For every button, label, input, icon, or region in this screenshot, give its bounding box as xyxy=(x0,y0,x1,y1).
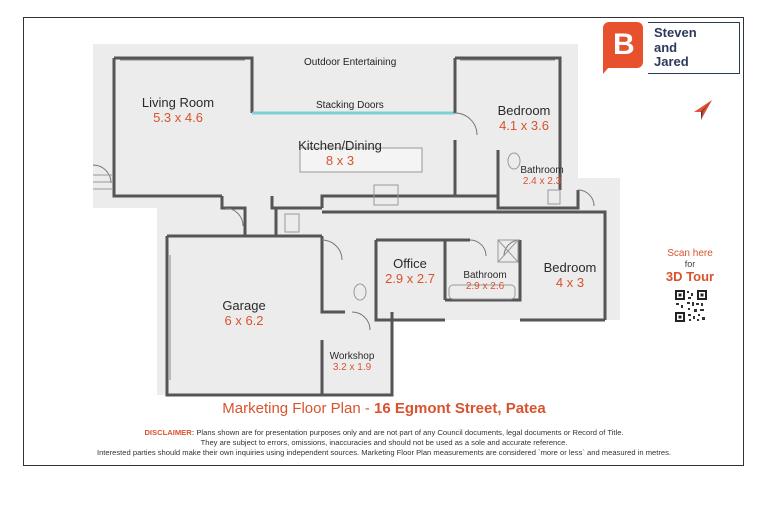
disclaimer-line-1: DISCLAIMER: Plans shown are for presenta… xyxy=(30,428,738,438)
brand-line: and xyxy=(654,39,678,55)
room-dimensions: 5.3 x 4.6 xyxy=(153,110,203,125)
scan-tour-callout: Scan here for 3D Tour xyxy=(650,248,730,284)
logo-tail xyxy=(603,60,615,74)
disclaimer-line-3: Interested parties should make their own… xyxy=(96,448,672,457)
title-prefix: Marketing Floor Plan - xyxy=(222,400,374,417)
room-dimensions: 2.9 x 2.7 xyxy=(385,271,435,286)
room-dimensions: 4 x 3 xyxy=(555,275,585,290)
room-name: Bedroom xyxy=(543,260,597,275)
room-name: Bedroom xyxy=(497,103,551,118)
bedroom-label: Bedroom 4 x 3 xyxy=(530,260,610,290)
room-dimensions: 2.9 x 2.6 xyxy=(465,281,505,292)
brand-line: Steven xyxy=(654,25,697,40)
garage-label: Garage 6 x 6.2 xyxy=(204,298,284,328)
north-arrow-icon xyxy=(694,100,712,120)
scan-line-3: 3D Tour xyxy=(665,269,715,284)
outdoor-entertaining-label: Outdoor Entertaining xyxy=(304,57,397,68)
office-label: Office 2.9 x 2.7 xyxy=(378,256,442,286)
room-dimensions: 3.2 x 1.9 xyxy=(332,362,372,373)
scan-line-2: for xyxy=(684,259,696,269)
room-name: Garage xyxy=(222,298,266,313)
room-name: Bathroom xyxy=(520,165,564,176)
room-name: Kitchen/Dining xyxy=(298,138,382,153)
workshop-label: Workshop 3.2 x 1.9 xyxy=(324,351,380,373)
bedroom-label: Bedroom 4.1 x 3.6 xyxy=(484,103,564,133)
page-title: Marketing Floor Plan - 16 Egmont Street,… xyxy=(0,400,768,417)
room-dimensions: 8 x 3 xyxy=(325,153,355,168)
room-dimensions: 6 x 6.2 xyxy=(224,313,264,328)
stacking-doors-label: Stacking Doors xyxy=(316,100,384,111)
room-dimensions: 4.1 x 3.6 xyxy=(499,118,549,133)
room-name: Living Room xyxy=(141,95,215,110)
disclaimer-line-2: They are subject to errors, omissions, i… xyxy=(200,438,568,447)
scan-line-1: Scan here xyxy=(667,248,713,259)
room-name: Workshop xyxy=(329,351,375,362)
room-name: Bathroom xyxy=(463,270,507,281)
bathroom-label: Bathroom 2.9 x 2.6 xyxy=(454,270,516,292)
disclaimer-text: Plans shown are for presentation purpose… xyxy=(196,428,624,437)
brand-line: Jared xyxy=(654,54,689,69)
qr-code-icon[interactable] xyxy=(674,289,708,323)
room-name: Office xyxy=(393,256,427,271)
bathroom-label: Bathroom 2.4 x 2.3 xyxy=(511,165,573,187)
kitchen-dining-label: Kitchen/Dining 8 x 3 xyxy=(280,138,400,168)
living-room-label: Living Room 5.3 x 4.6 xyxy=(130,95,226,125)
brand-name: Steven and Jared xyxy=(648,22,740,74)
room-dimensions: 2.4 x 2.3 xyxy=(522,176,562,187)
disclaimer-label: DISCLAIMER: xyxy=(144,428,195,437)
logo-letter: B xyxy=(613,28,635,61)
title-address: 16 Egmont Street, Patea xyxy=(374,400,546,417)
